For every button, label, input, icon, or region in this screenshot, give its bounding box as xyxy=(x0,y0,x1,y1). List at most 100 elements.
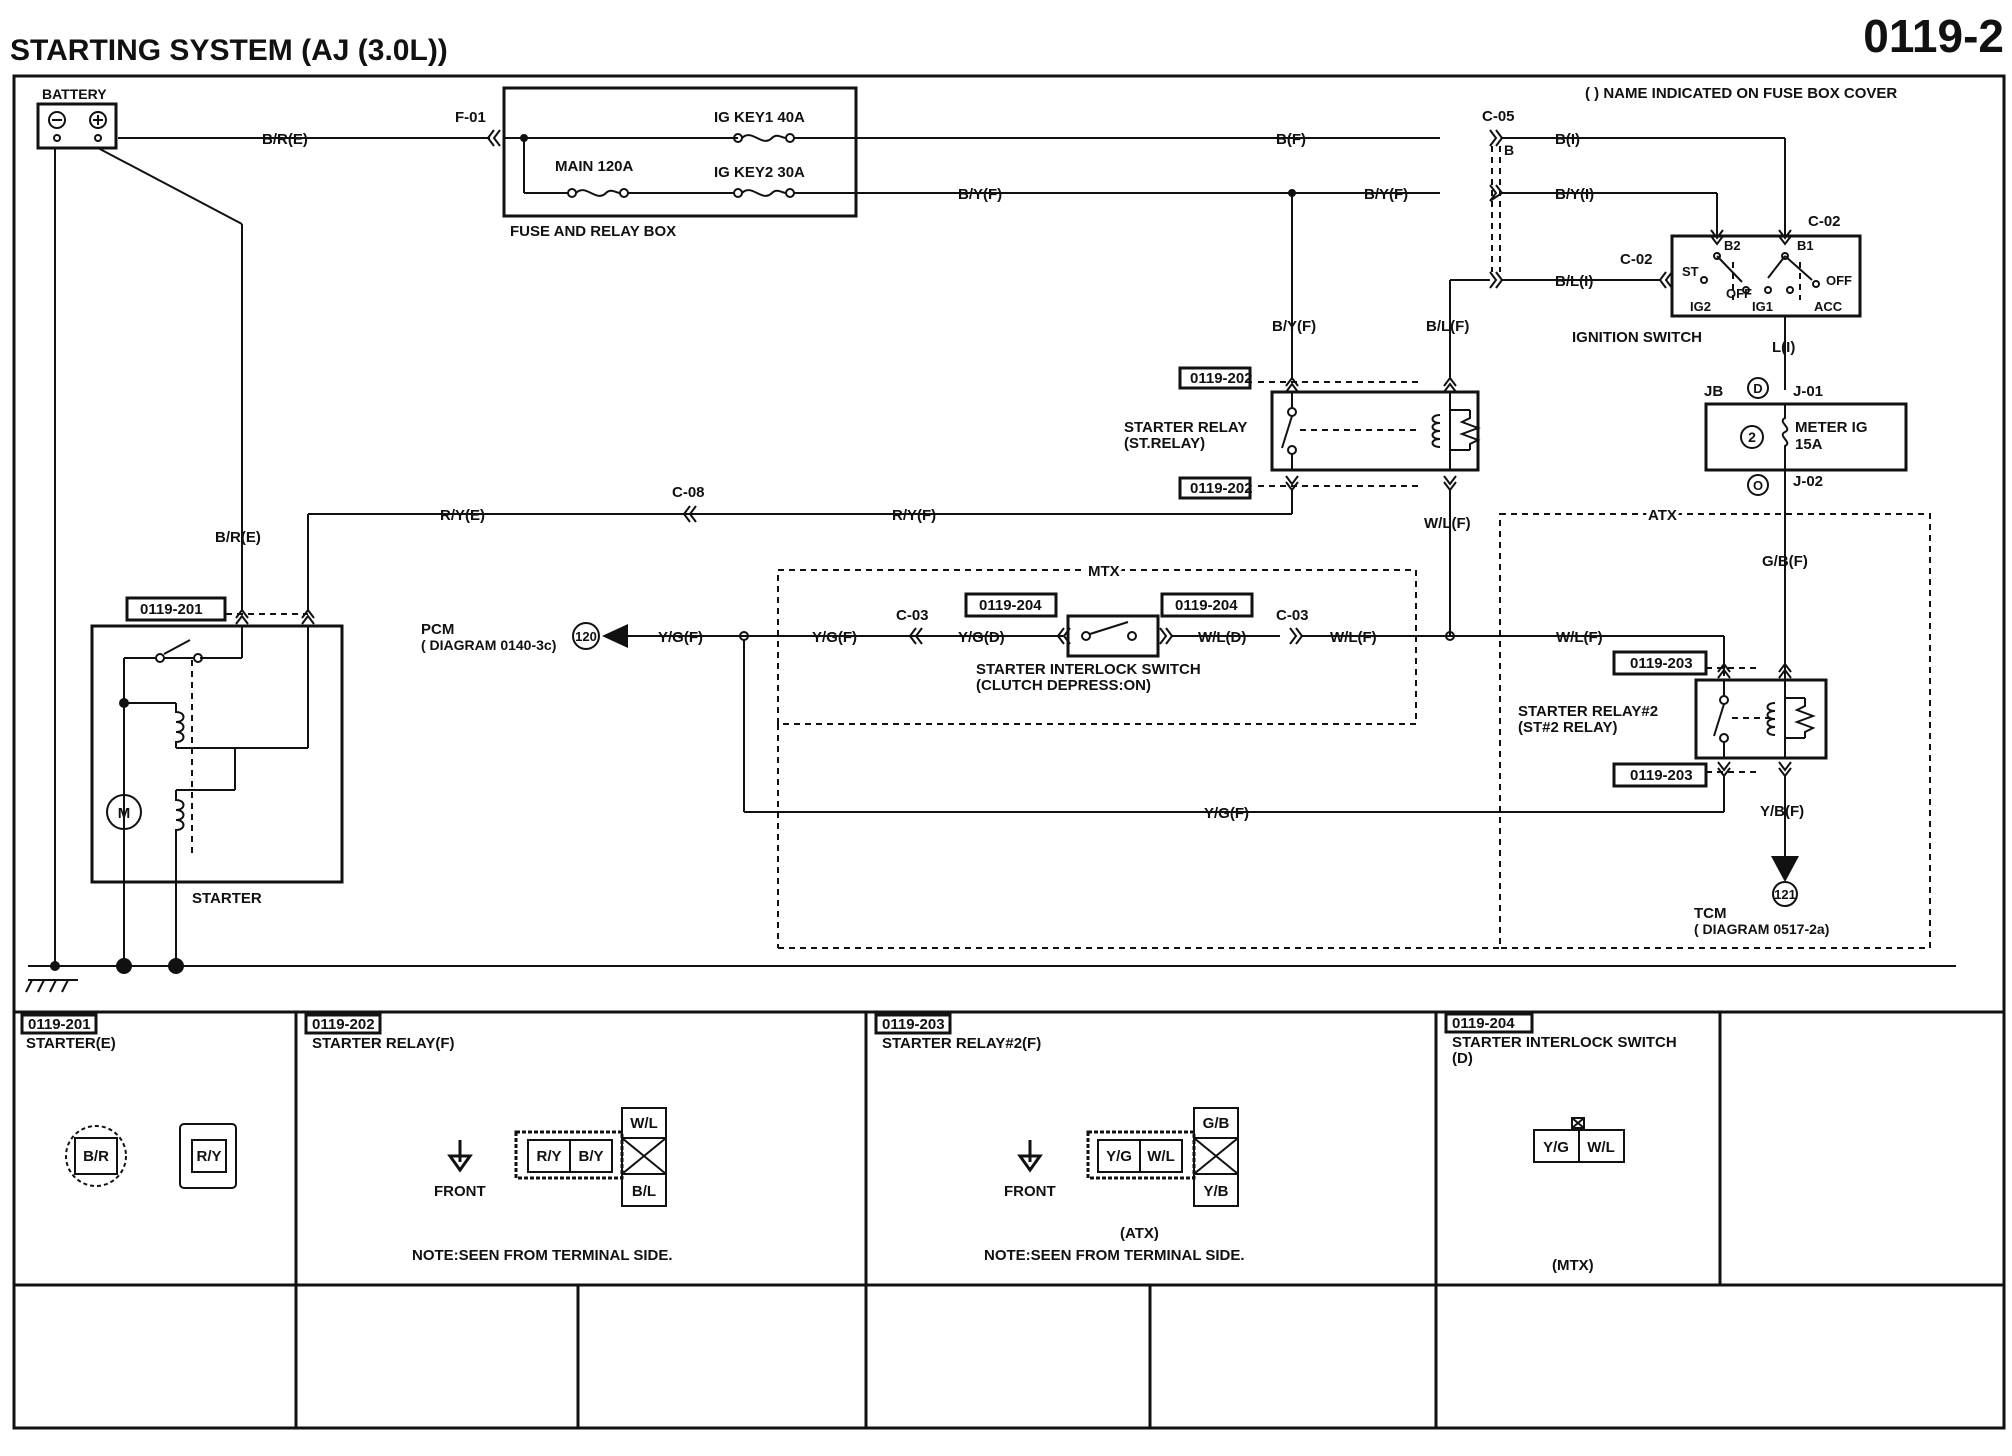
mtx-region xyxy=(777,569,1417,725)
wire-br-e-top: B/R(E) xyxy=(262,131,308,148)
interlock-label2: (CLUTCH DEPRESS:ON) xyxy=(976,677,1151,694)
wire-l-i: L(I) xyxy=(1772,339,1795,356)
panel2-pin-by: B/Y xyxy=(578,1148,603,1165)
mtx-label: MTX xyxy=(1088,563,1120,580)
panel3-pin-yb: Y/B xyxy=(1203,1183,1228,1200)
starter-relay-ref-top-box xyxy=(1178,366,1252,390)
diagram-frame xyxy=(12,74,2006,1430)
panel3-pin-yg: Y/G xyxy=(1106,1148,1132,1165)
starter-relay2-ref-top: 0119-203 xyxy=(1630,655,1693,672)
wire-by-f-2: B/Y(F) xyxy=(1364,186,1408,203)
panel1-pin-ry: R/Y xyxy=(196,1148,221,1165)
connector-c02-left: C-02 xyxy=(1620,251,1653,268)
wire-yb-f: Y/B(F) xyxy=(1760,803,1804,820)
wire-yg-f-1: Y/G(F) xyxy=(658,629,703,646)
wire-bl-f-v: B/L(F) xyxy=(1426,318,1469,335)
fuse-ig-key1: IG KEY1 40A xyxy=(714,109,805,126)
ign-st: ST xyxy=(1682,264,1699,279)
panel4-title1: STARTER INTERLOCK SWITCH xyxy=(1452,1034,1677,1051)
meter-fuse-number: 2 xyxy=(1748,429,1756,445)
wire-by-i: B/Y(I) xyxy=(1555,186,1594,203)
starter-relay2 xyxy=(1694,678,1828,760)
wire-by-f-v: B/Y(F) xyxy=(1272,318,1316,335)
starter-relay-label2: (ST.RELAY) xyxy=(1124,435,1205,452)
starter-ref: 0119-201 xyxy=(140,601,203,618)
starter-motor-icon xyxy=(106,794,142,830)
pcm-circle-number: 120 xyxy=(575,629,597,644)
panel3-ref-box xyxy=(874,1013,952,1035)
panel3-title: STARTER RELAY#2(F) xyxy=(882,1035,1041,1052)
connector-f01: F-01 xyxy=(455,109,486,126)
wire-b-i: B(I) xyxy=(1555,131,1580,148)
starter-relay xyxy=(1270,390,1480,472)
panel1-title: STARTER(E) xyxy=(26,1035,116,1052)
wire-wl-f-v: W/L(F) xyxy=(1424,515,1471,532)
wire-wl-f-2: W/L(F) xyxy=(1556,629,1603,646)
starter-ref-box xyxy=(125,596,227,622)
ignition-switch-label: IGNITION SWITCH xyxy=(1572,329,1702,346)
panel3-pin-gb: G/B xyxy=(1203,1115,1230,1132)
connector-f01-icon xyxy=(486,129,501,147)
starter-relay-ref-bottom-box xyxy=(1178,476,1252,500)
panel3-note: NOTE:SEEN FROM TERMINAL SIDE. xyxy=(984,1247,1245,1264)
panel4-pin-wl: W/L xyxy=(1587,1139,1615,1156)
ign-off-2: OFF xyxy=(1826,273,1852,288)
panel4-pin-yg: Y/G xyxy=(1543,1139,1569,1156)
starter-relay2-ref-bottom-box xyxy=(1612,762,1708,788)
jb-d-marker: D xyxy=(1753,381,1762,396)
starter-motor-box xyxy=(90,624,344,884)
meter-fuse-line1: METER IG xyxy=(1795,419,1868,436)
wire-yg-d: Y/G(D) xyxy=(958,629,1005,646)
panel2-front: FRONT xyxy=(434,1183,486,1200)
fuse-relay-box xyxy=(502,86,858,218)
interlock-ref-left: 0119-204 xyxy=(979,597,1042,614)
tcm-connector-circle xyxy=(1772,881,1798,907)
fuse-ig-key2: IG KEY2 30A xyxy=(714,164,805,181)
interlock-ref-right: 0119-204 xyxy=(1175,597,1238,614)
panel3-sub: (ATX) xyxy=(1120,1225,1159,1242)
panel1-ref-box xyxy=(20,1013,98,1035)
connector-c02-top: C-02 xyxy=(1808,213,1841,230)
wire-yg-f-bottom: Y/G(F) xyxy=(1204,805,1249,822)
relay-resistor xyxy=(1459,410,1481,450)
interlock-label1: STARTER INTERLOCK SWITCH xyxy=(976,661,1201,678)
atx-region xyxy=(1499,513,1931,949)
panel1-connector-br xyxy=(65,1125,127,1187)
starter-relay2-ref-top-box xyxy=(1612,650,1708,676)
connector-c08: C-08 xyxy=(672,484,705,501)
connector-j02: J-02 xyxy=(1793,473,1823,490)
starter-relay2-label2: (ST#2 RELAY) xyxy=(1518,719,1617,736)
interlock-ref-left-box xyxy=(964,592,1058,618)
panel3-front: FRONT xyxy=(1004,1183,1056,1200)
panel2-ref: 0119-202 xyxy=(312,1016,375,1033)
connector-c03-left: C-03 xyxy=(896,607,929,624)
ground-symbol xyxy=(25,979,78,993)
jb-o-marker: O xyxy=(1753,478,1763,493)
panel1-connector-ry xyxy=(179,1123,237,1189)
meter-fuse-symbol xyxy=(1781,404,1789,470)
panel1-ref: 0119-201 xyxy=(28,1016,91,1033)
panel2-pin-bl: B/L xyxy=(632,1183,656,1200)
panel4-ref-box xyxy=(1444,1012,1534,1034)
fuse-box-label: FUSE AND RELAY BOX xyxy=(510,223,676,240)
connector-c03-right: C-03 xyxy=(1276,607,1309,624)
wire-gb-f: G/B(F) xyxy=(1762,553,1808,570)
page-number: 0119-2 xyxy=(1863,10,2004,62)
battery-icon xyxy=(36,102,118,150)
ign-acc: ACC xyxy=(1814,299,1843,314)
panel2-note: NOTE:SEEN FROM TERMINAL SIDE. xyxy=(412,1247,673,1264)
interlock-ref-right-box xyxy=(1160,592,1254,618)
starter-interlock-switch xyxy=(1066,614,1160,658)
panel4-title2: (D) xyxy=(1452,1050,1473,1067)
battery-label: BATTERY xyxy=(42,86,107,102)
wire-b-f: B(F) xyxy=(1276,131,1306,148)
relay-coil xyxy=(1431,414,1441,448)
ign-ig2: IG2 xyxy=(1690,299,1711,314)
ign-b2: B2 xyxy=(1724,238,1741,253)
pcm-label: PCM xyxy=(421,621,454,638)
wire-bl-i: B/L(I) xyxy=(1555,273,1593,290)
panel2-pin-wl: W/L xyxy=(630,1115,658,1132)
wire-by-f-1: B/Y(F) xyxy=(958,186,1002,203)
tcm-label: TCM xyxy=(1694,905,1727,922)
